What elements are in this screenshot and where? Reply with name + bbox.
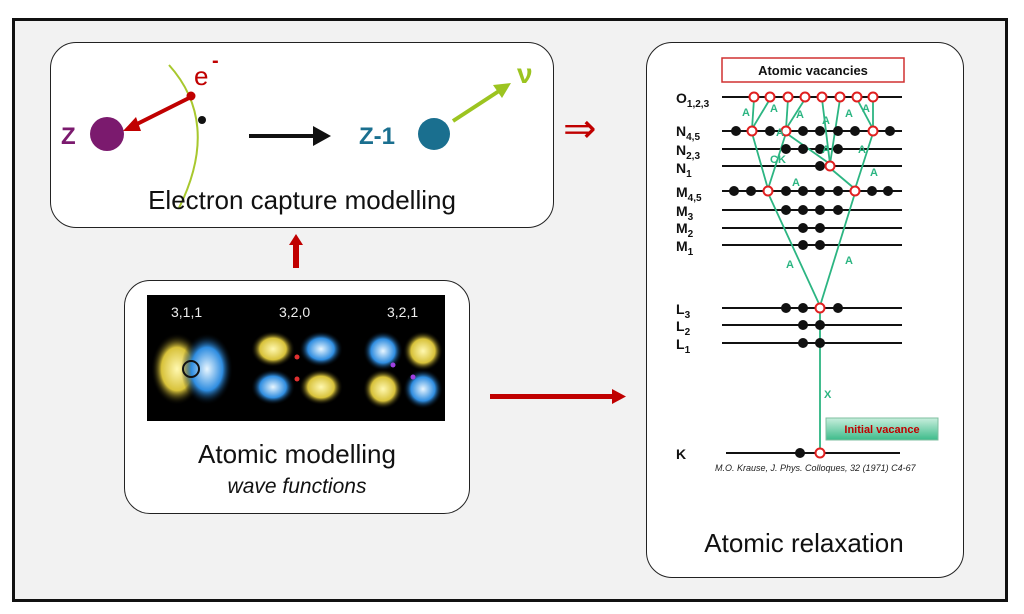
level-o123: O1,2,3 xyxy=(676,90,710,110)
electron-orbit xyxy=(168,64,199,209)
reaction-arrow-head xyxy=(313,126,331,146)
capture-title: Electron capture modelling xyxy=(148,185,456,215)
transition-a-5: A xyxy=(845,108,853,120)
relaxation-title: Atomic relaxation xyxy=(704,528,904,558)
neutrino-arrow-head xyxy=(493,83,511,98)
initial-vacance-label: Initial vacance xyxy=(844,424,919,436)
level-n45: N4,5 xyxy=(676,123,701,143)
atomic-title: Atomic modelling xyxy=(198,439,396,469)
z-minus-one-label: Z-1 xyxy=(359,123,395,150)
level-l3: L3 xyxy=(676,301,691,321)
transition-a-11: A xyxy=(870,167,878,179)
orbital-label-2: 3,2,0 xyxy=(279,304,310,320)
vacancies-title-box xyxy=(721,57,905,83)
transition-a-13: A xyxy=(845,255,853,267)
vacancies xyxy=(746,91,879,459)
electron-charge: - xyxy=(212,50,219,72)
transition-a-6: A xyxy=(862,103,870,115)
electron-capture-diagram: e - Z Z-1 ν xyxy=(61,50,533,209)
neutrino-label: ν xyxy=(517,58,533,89)
transition-a-12: A xyxy=(786,259,794,271)
transition-a-8: A xyxy=(822,144,830,156)
level-k: K xyxy=(676,446,687,462)
orbit-electron xyxy=(198,116,206,124)
transition-labels: A A A A A A A A A A A A A CK X xyxy=(742,103,878,401)
transition-a-2: A xyxy=(770,103,778,115)
nucleus-z xyxy=(90,117,124,151)
level-n23: N2,3 xyxy=(676,142,701,162)
level-m2: M2 xyxy=(676,220,694,240)
capture-arrow-line xyxy=(132,95,192,128)
transition-x: X xyxy=(824,389,832,401)
electron-capture-panel: e - Z Z-1 ν Electron capture modelling xyxy=(50,42,554,228)
atomic-modelling-panel: 3,1,1 3,2,0 3,2,1 Atomic modelling wave … xyxy=(124,280,470,514)
transition-a-3: A xyxy=(796,109,804,121)
level-m1: M1 xyxy=(676,238,694,258)
electron-label: e xyxy=(194,61,208,91)
up-arrow xyxy=(289,234,303,268)
transition-a-10: A xyxy=(792,177,800,189)
transition-ck: CK xyxy=(770,154,786,166)
occupied-electrons xyxy=(729,126,895,458)
citation: M.O. Krause, J. Phys. Colloques, 32 (197… xyxy=(715,463,917,473)
transition-lines xyxy=(751,98,874,453)
captured-electron xyxy=(186,91,196,101)
transition-a-7: A xyxy=(776,127,784,139)
vacancies-title: Atomic vacancies xyxy=(758,63,868,78)
neutrino-arrow-line xyxy=(451,89,501,123)
atomic-subtitle: wave functions xyxy=(227,475,367,498)
wave-function-image: 3,1,1 3,2,0 3,2,1 xyxy=(147,295,445,421)
level-l2: L2 xyxy=(676,318,691,338)
level-l1: L1 xyxy=(676,336,691,356)
transition-a-1: A xyxy=(742,107,750,119)
implies-arrow: ⇒ xyxy=(563,106,597,152)
orbital-plots: 3,1,1 3,2,0 3,2,1 xyxy=(151,304,443,409)
z-label: Z xyxy=(61,123,76,150)
level-m3: M3 xyxy=(676,203,694,223)
right-arrow xyxy=(490,389,626,404)
level-n1: N1 xyxy=(676,160,692,180)
orbital-label-3: 3,2,1 xyxy=(387,304,418,320)
transition-a-4: A xyxy=(822,115,830,127)
initial-vacance-box xyxy=(825,417,939,441)
nucleus-z-minus-one xyxy=(418,118,450,150)
capture-arrow-head xyxy=(123,117,141,131)
transition-a-9: A xyxy=(858,144,866,156)
level-m45: M4,5 xyxy=(676,184,702,204)
orbital-label-1: 3,1,1 xyxy=(171,304,202,320)
